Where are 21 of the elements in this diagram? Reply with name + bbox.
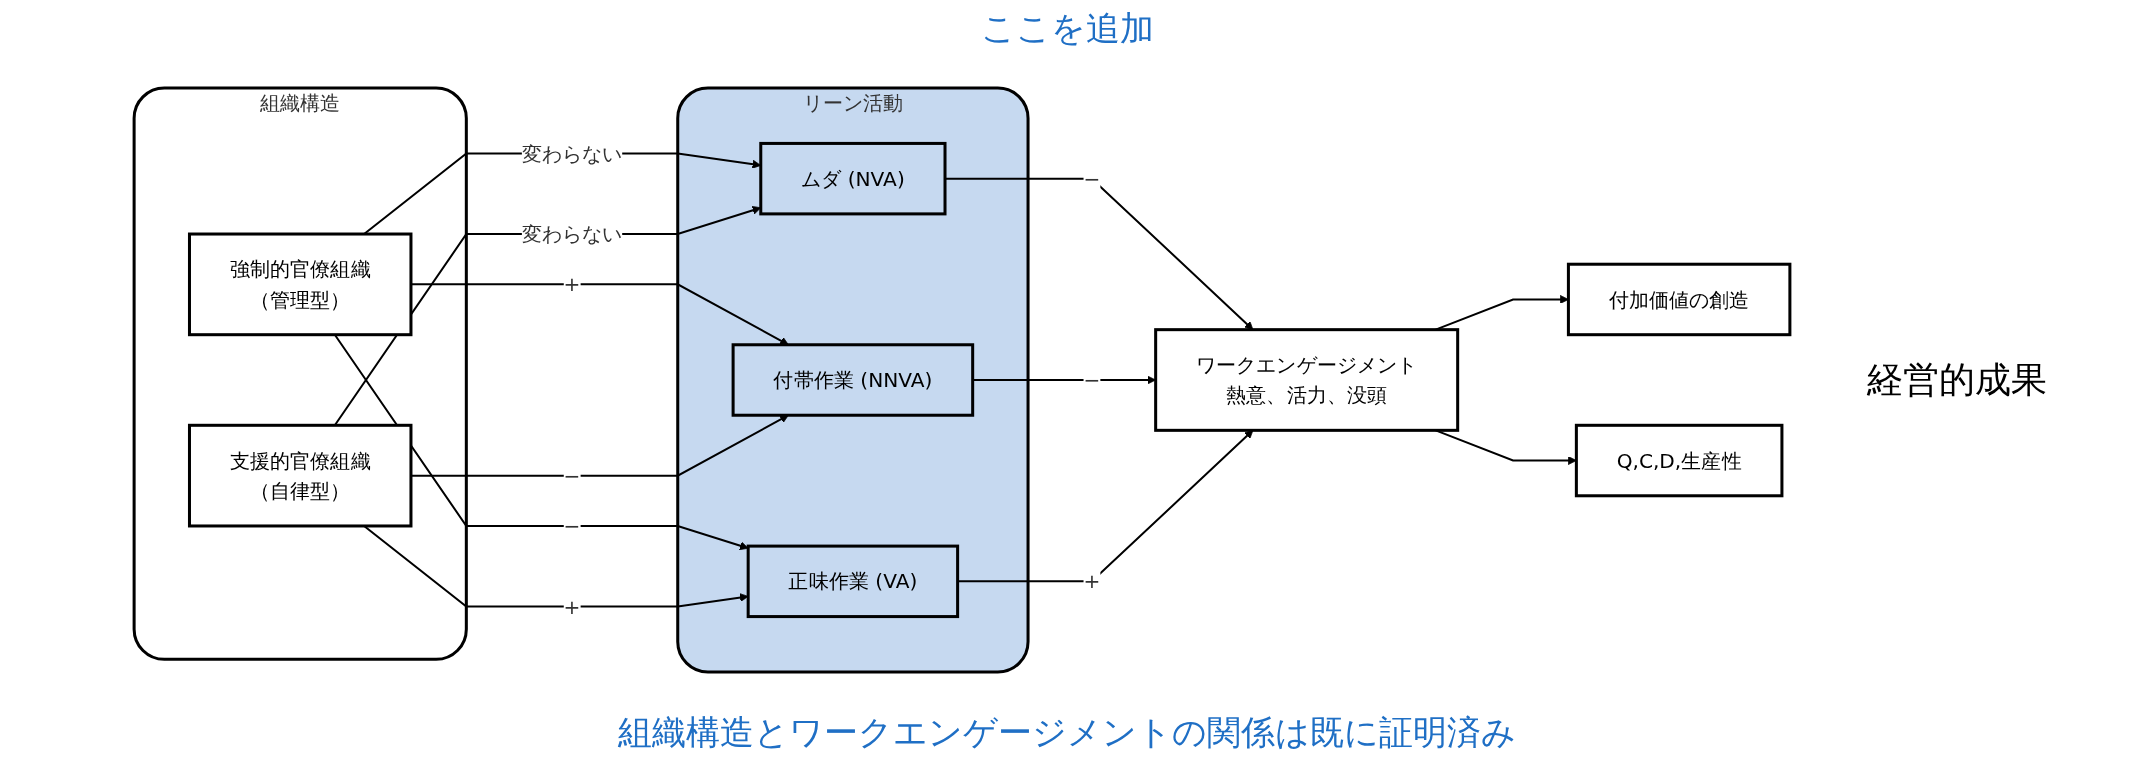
result-heading: 経営的成果 [1867,357,2047,402]
note-text: ここを追加 [980,7,1154,50]
note-text: 組織構造とワークエンゲージメントの関係は既に証明済み [618,711,1516,754]
edge-label: − [1083,367,1101,393]
node-box: Q,C,D,生産性 [1574,423,1784,498]
node-box: 支援的官僚組織 （自律型） [187,423,413,528]
edge-label: 変わらない [521,221,623,247]
edge-label: 変わらない [521,141,623,166]
edge-label: − [563,513,581,539]
edge-label: + [563,272,581,297]
node-box: 付加価値の創造 [1566,262,1792,337]
node-box: ムダ (NVA) [759,141,947,216]
node-box: 正味作業 (VA) [746,544,960,619]
node-box: ワークエンゲージメント 熱意、活力、没頭 [1154,328,1460,432]
node-box: 付帯作業 (NNVA) [731,343,975,417]
arrow [334,334,749,551]
edge-label: − [563,463,581,488]
node-box: 強制的官僚組織 （管理型） [187,232,413,337]
edge-label: + [563,594,581,619]
edge-label: + [1083,569,1101,594]
edge-label: − [1083,166,1101,191]
